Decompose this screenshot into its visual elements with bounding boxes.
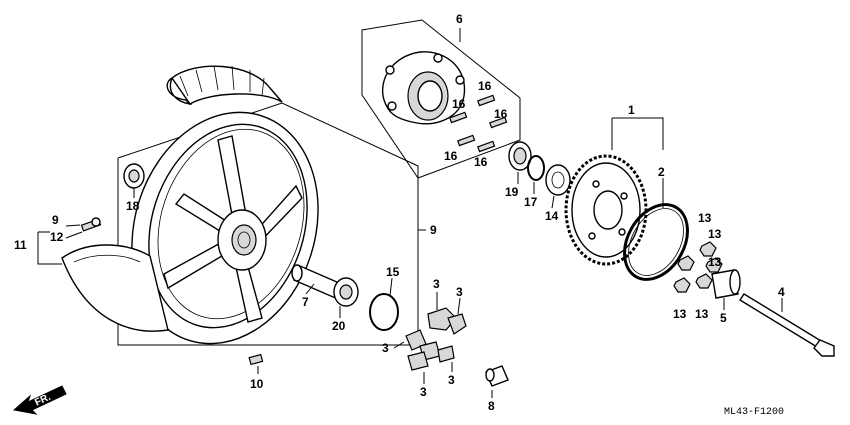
callout-3e: 3: [420, 385, 427, 399]
callout-3a: 3: [433, 277, 440, 291]
axle-4: [739, 293, 835, 357]
callout-13a: 13: [698, 211, 712, 225]
clip-10: [248, 353, 264, 366]
callout-9-group: 9: [430, 223, 437, 237]
front-direction-arrow: FR.: [12, 385, 67, 415]
studs: [449, 94, 508, 153]
callout-13c: 13: [708, 255, 722, 269]
callout-11: 11: [14, 238, 27, 252]
collar-5: [711, 269, 741, 299]
callout-12: 12: [50, 230, 64, 244]
hub-group-frame: [361, 19, 521, 179]
callout-18: 18: [126, 199, 140, 213]
callout-4: 4: [778, 285, 785, 299]
nuts: [673, 241, 723, 293]
wheel-rim: [131, 111, 319, 345]
callout-6: 6: [456, 12, 463, 26]
sprocket: [564, 154, 648, 266]
hub-flange: [382, 51, 466, 125]
callout-16d: 16: [444, 149, 458, 163]
callout-17: 17: [524, 195, 538, 209]
damper-ring: [623, 203, 689, 281]
callout-16a: 16: [478, 79, 492, 93]
callout-1: 1: [628, 103, 635, 117]
callout-14: 14: [545, 209, 559, 223]
callout-13b: 13: [708, 227, 722, 241]
bearing-18: [123, 163, 145, 189]
callout-2: 2: [658, 165, 665, 179]
callout-15: 15: [386, 265, 400, 279]
balance-weights: [405, 307, 467, 371]
circlip-17: [527, 155, 545, 181]
bearing-20: [333, 277, 359, 307]
callout-13e: 13: [695, 307, 709, 321]
callout-10: 10: [250, 377, 264, 391]
seal-14: [545, 164, 571, 196]
callout-3d: 3: [448, 373, 455, 387]
callout-5: 5: [720, 311, 727, 325]
diagram-code: ML43-F1200: [724, 407, 784, 418]
callout-19: 19: [505, 185, 519, 199]
tire: [166, 65, 283, 106]
callout-13d: 13: [673, 307, 687, 321]
callout-7: 7: [302, 295, 309, 309]
callout-20: 20: [332, 319, 346, 333]
callout-3c: 3: [382, 341, 389, 355]
seal-ring-15: [369, 293, 399, 331]
callouts: 6 16 16 16 16 16 1 2 19 17 14 13 13 13 1…: [14, 12, 785, 413]
valve: [80, 217, 102, 232]
callout-16e: 16: [474, 155, 488, 169]
callout-16c: 16: [494, 107, 508, 121]
callout-9-valve: 9: [52, 213, 59, 227]
callout-8: 8: [488, 399, 495, 413]
callout-16b: 16: [452, 97, 466, 111]
fender-segment: [61, 244, 169, 332]
cap-8: [485, 365, 509, 387]
leader-lines: [37, 28, 783, 398]
bearing-19: [508, 141, 532, 171]
callout-3b: 3: [456, 285, 463, 299]
